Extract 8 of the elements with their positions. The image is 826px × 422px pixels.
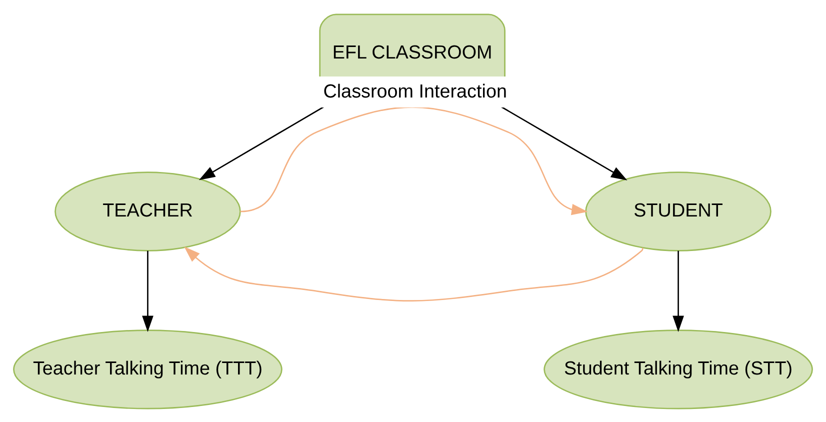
arrow (240, 106, 588, 215)
node-ellipse: TEACHER (54, 171, 241, 251)
arrow (142, 250, 154, 332)
arrow (672, 250, 684, 332)
node-ellipse: Teacher Talking Time (TTT) (13, 329, 282, 409)
arrow (184, 246, 644, 301)
node-ellipse: STUDENT (585, 171, 772, 251)
node-ellipse: Student Talking Time (STT) (544, 329, 813, 409)
